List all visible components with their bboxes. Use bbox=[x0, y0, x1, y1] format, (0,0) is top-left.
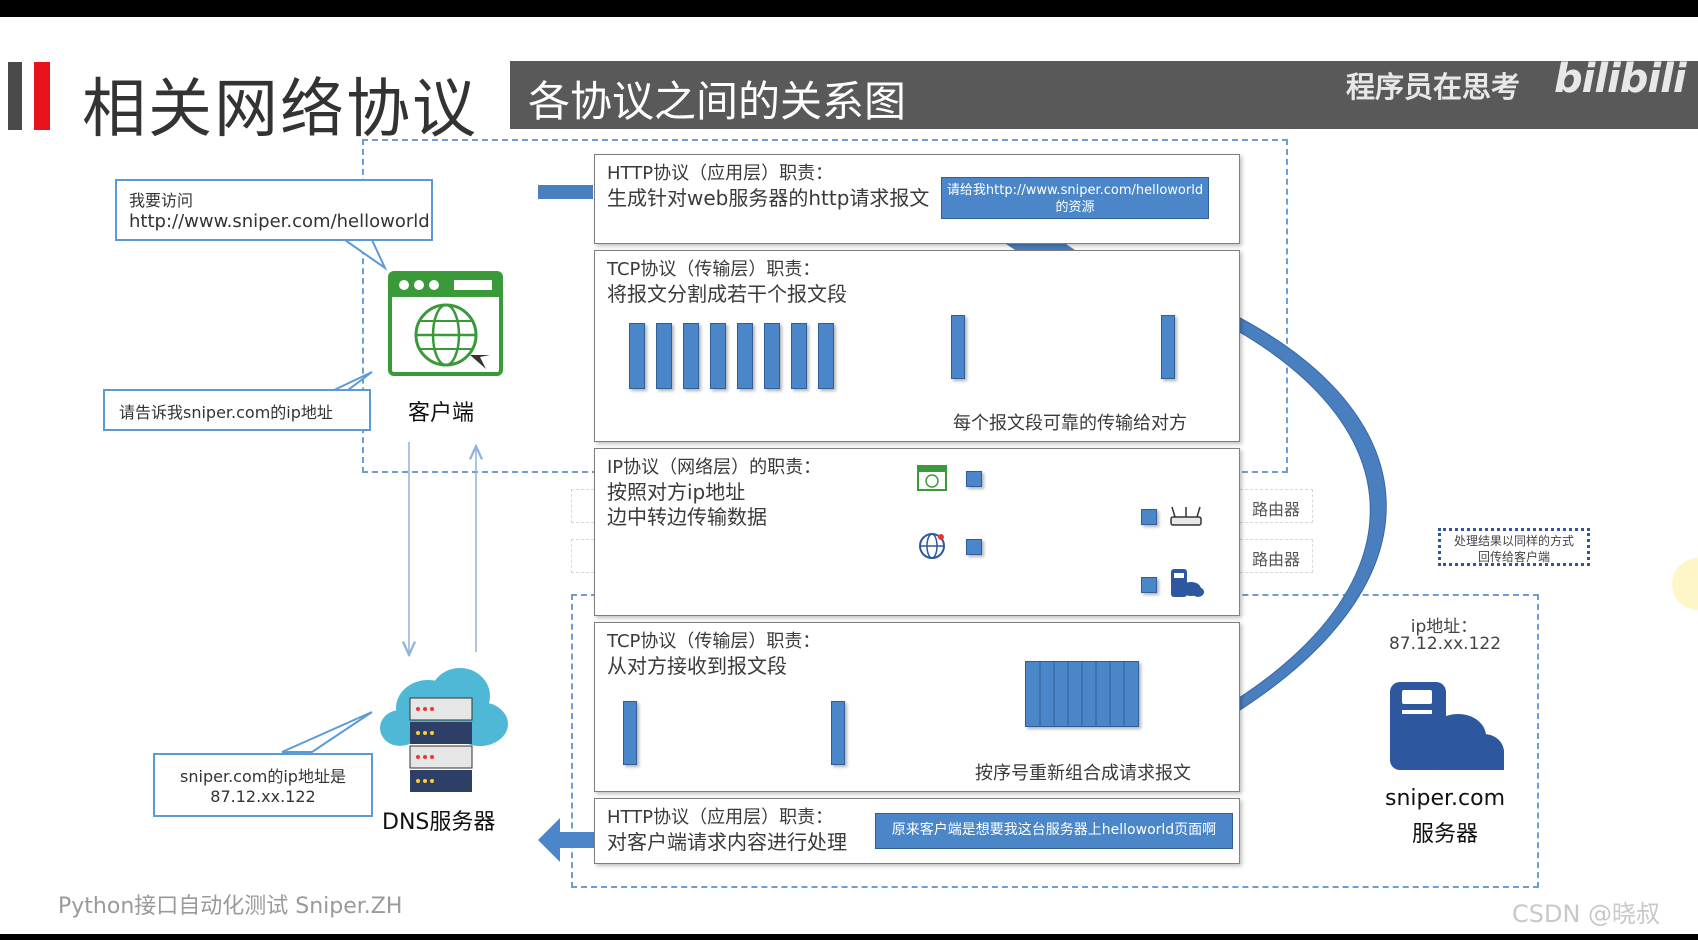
tcp-client-title: TCP协议（传输层）职责： bbox=[607, 259, 821, 280]
browser-icon bbox=[917, 465, 947, 491]
packet-icon bbox=[966, 471, 982, 487]
layer-ip: IP协议（网络层）的职责： 按照对方ip地址 边中转边传输数据 bbox=[594, 448, 1240, 616]
browser-icon bbox=[388, 271, 503, 376]
tcp-server-note: 按序号重新组合成请求报文 bbox=[975, 763, 1191, 784]
course-footer: Python接口自动化测试 Sniper.ZH bbox=[58, 894, 403, 919]
packet-icon bbox=[966, 539, 982, 555]
server-cloud-icon bbox=[1169, 567, 1205, 599]
server-ip-label: ip地址： bbox=[1410, 617, 1478, 637]
receiver-segment bbox=[831, 701, 845, 765]
globe-icon bbox=[917, 531, 947, 561]
router-label-2: 路由器 bbox=[1252, 550, 1301, 569]
ip-desc2: 边中转边传输数据 bbox=[607, 505, 767, 529]
title-accent-red bbox=[34, 62, 50, 130]
dns-reply-line1: sniper.com的ip地址是 bbox=[180, 767, 346, 786]
server-cloud-icon bbox=[1388, 680, 1506, 772]
dns-server-icon bbox=[380, 668, 510, 798]
client-label: 客户端 bbox=[408, 401, 475, 426]
dns-request-bubble: 请告诉我sniper.com的ip地址 bbox=[103, 389, 371, 431]
router-label-1: 路由器 bbox=[1252, 500, 1301, 519]
layer-http-client: HTTP协议（应用层）职责： 生成针对web服务器的http请求报文 请给我ht… bbox=[594, 154, 1240, 244]
segment-block bbox=[818, 323, 834, 389]
page-title: 相关网络协议 bbox=[82, 73, 478, 147]
tcp-server-desc: 从对方接收到报文段 bbox=[607, 654, 787, 678]
tcp-server-title: TCP协议（传输层）职责： bbox=[607, 631, 821, 652]
segment-block bbox=[683, 323, 699, 389]
bilibili-logo: bilibili bbox=[1554, 56, 1687, 102]
server-ip-value: 87.12.xx.122 bbox=[1388, 634, 1502, 654]
client-bubble-line2: http://www.sniper.com/helloworld bbox=[129, 211, 430, 232]
server-name-line2: 服务器 bbox=[1411, 822, 1478, 847]
page-subtitle: 各协议之间的关系图 bbox=[528, 77, 907, 126]
subtitle-band bbox=[510, 61, 1698, 129]
title-accent-gray bbox=[8, 62, 22, 130]
brand-text: 程序员在思考 bbox=[1346, 70, 1521, 104]
client-bubble-line1: 我要访问 bbox=[129, 191, 194, 210]
tcp-client-note: 每个报文段可靠的传输给对方 bbox=[953, 413, 1187, 434]
segment-block bbox=[656, 323, 672, 389]
http-process-box: 原来客户端是想要我这台服务器上helloworld页面啊 bbox=[875, 813, 1233, 849]
router-icon bbox=[1169, 505, 1203, 527]
segment-block bbox=[791, 323, 807, 389]
layer-tcp-server: TCP协议（传输层）职责： 从对方接收到报文段 按序号重新组合成请求报文 bbox=[594, 622, 1240, 792]
packet-icon bbox=[1141, 509, 1157, 525]
receiver-segment bbox=[1161, 315, 1175, 379]
layer-http-server: HTTP协议（应用层）职责： 对客户端请求内容进行处理 原来客户端是想要我这台服… bbox=[594, 798, 1240, 864]
return-note-line1: 处理结果以同样的方式 bbox=[1453, 534, 1574, 548]
http-request-line2: 的资源 bbox=[1055, 200, 1095, 215]
segment-block bbox=[710, 323, 726, 389]
top-letterbox bbox=[0, 0, 1698, 17]
tcp-client-desc: 将报文分割成若干个报文段 bbox=[607, 282, 847, 306]
ip-desc1: 按照对方ip地址 bbox=[607, 480, 746, 504]
http-request-line1: 请给我http://www.sniper.com/helloworld bbox=[946, 183, 1204, 198]
csdn-watermark: CSDN @晓叔 bbox=[1512, 900, 1661, 928]
dns-reply-line2: 87.12.xx.122 bbox=[210, 787, 316, 806]
http-client-desc: 生成针对web服务器的http请求报文 bbox=[607, 186, 930, 210]
http-client-title: HTTP协议（应用层）职责： bbox=[607, 163, 834, 184]
sender-segment bbox=[623, 701, 637, 765]
segment-block bbox=[737, 323, 753, 389]
http-server-desc: 对客户端请求内容进行处理 bbox=[607, 830, 847, 854]
server-name-line1: sniper.com bbox=[1384, 786, 1506, 811]
layer-tcp-client: TCP协议（传输层）职责： 将报文分割成若干个报文段 每个报文段可靠的传输给对方 bbox=[594, 250, 1240, 442]
return-note-line2: 回传给客户端 bbox=[1477, 550, 1550, 564]
sender-segment bbox=[951, 315, 965, 379]
packet-icon bbox=[1141, 577, 1157, 593]
return-note: 处理结果以同样的方式 回传给客户端 bbox=[1438, 528, 1590, 566]
dns-reply-bubble: sniper.com的ip地址是 87.12.xx.122 bbox=[153, 753, 373, 817]
reassembled-message bbox=[1025, 661, 1139, 727]
segment-block bbox=[629, 323, 645, 389]
segment-block bbox=[764, 323, 780, 389]
http-request-box: 请给我http://www.sniper.com/helloworld 的资源 bbox=[941, 177, 1209, 219]
http-server-title: HTTP协议（应用层）职责： bbox=[607, 807, 834, 828]
dns-label: DNS服务器 bbox=[382, 810, 496, 835]
client-request-bubble: 我要访问 http://www.sniper.com/helloworld bbox=[115, 179, 433, 241]
ip-title: IP协议（网络层）的职责： bbox=[607, 457, 822, 478]
bottom-letterbox bbox=[0, 934, 1698, 940]
